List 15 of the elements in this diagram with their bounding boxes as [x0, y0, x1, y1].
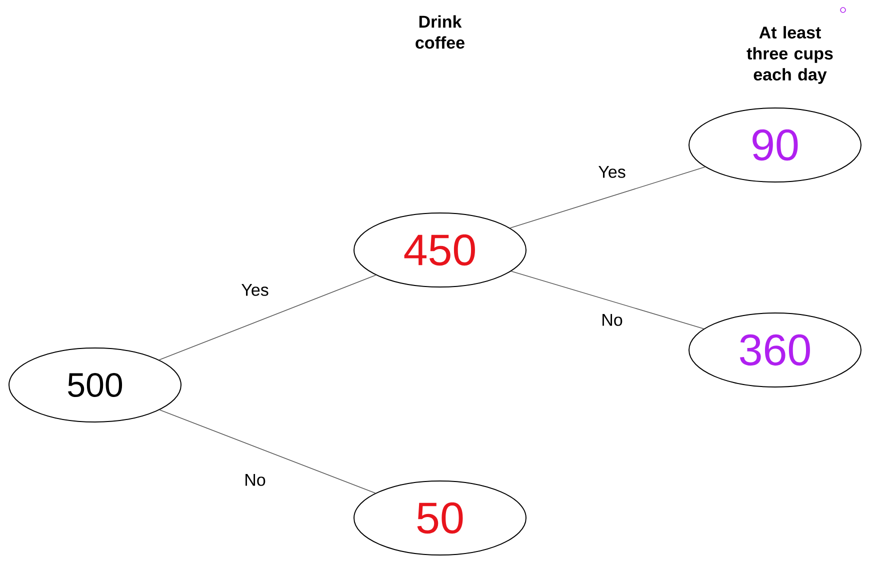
edge-label: Yes: [597, 165, 627, 179]
connector-line: [159, 410, 376, 494]
ellipse-node: 90: [688, 108, 862, 182]
connector-line: [158, 274, 376, 360]
ellipse-node: 500: [8, 348, 182, 422]
edge-label: Yes: [240, 283, 270, 297]
edge-label: No: [243, 473, 267, 487]
connector-line: [510, 270, 704, 330]
connector-line: [510, 166, 706, 228]
ellipse-node: 50: [354, 480, 526, 556]
edge-label: No: [600, 313, 624, 327]
column-heading: Drink coffee: [416, 15, 464, 49]
ellipse-node: 360: [688, 312, 862, 388]
ellipse-node: 450: [354, 212, 526, 288]
column-heading: At least three cups each day: [746, 26, 833, 84]
